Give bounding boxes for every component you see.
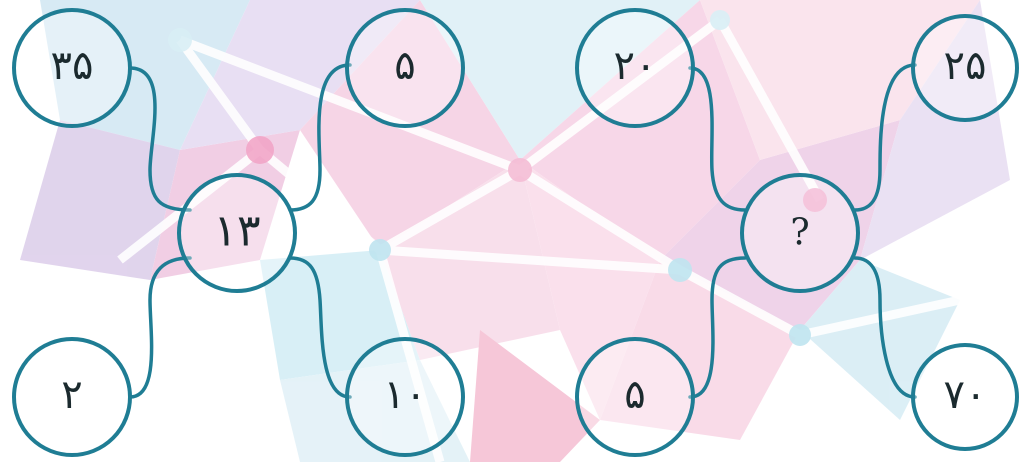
node-bottom-right: ٧٠ [911,343,1019,451]
node-center: ١٣ [177,173,297,293]
connector-top-left [128,66,192,212]
connector-top-right [288,63,352,212]
background-pattern [20,0,1010,462]
puzzle-2: ٢٠ ٢۵ ? ۵ ٧٠ [575,8,1019,457]
node-value: ١٣ [213,206,260,257]
node-bottom-right: ١٠ [345,337,465,457]
connector-top-left [688,66,747,212]
connector-top-right [853,63,917,212]
node-center-unknown: ? [740,173,860,293]
node-value: ۵ [394,43,415,89]
connector-bottom-left [688,256,747,399]
node-value: ۵ [624,372,645,418]
node-top-right: ۵ [345,8,465,128]
node-value: ٢۵ [944,43,987,89]
node-top-left: ٣۵ [12,8,132,128]
node-value: ٢ [61,372,82,418]
node-bottom-left: ٢ [12,337,132,457]
node-value: ٧٠ [944,372,987,418]
puzzle-1: ٣۵ ۵ ١٣ ٢ ١٠ [12,8,465,457]
connector-bottom-right [853,256,917,399]
puzzle-1-connectors [128,63,352,399]
node-value: ٣۵ [51,43,94,89]
puzzle-2-connectors [688,63,917,399]
node-top-right: ٢۵ [911,14,1019,122]
connector-bottom-right [288,256,352,399]
background-dots [168,10,827,346]
node-value: ١٠ [384,372,427,418]
node-top-left: ٢٠ [575,8,695,128]
node-bottom-left: ۵ [575,337,695,457]
node-value: ٢٠ [614,43,657,89]
question-mark: ? [790,213,809,254]
connector-bottom-left [128,256,192,399]
